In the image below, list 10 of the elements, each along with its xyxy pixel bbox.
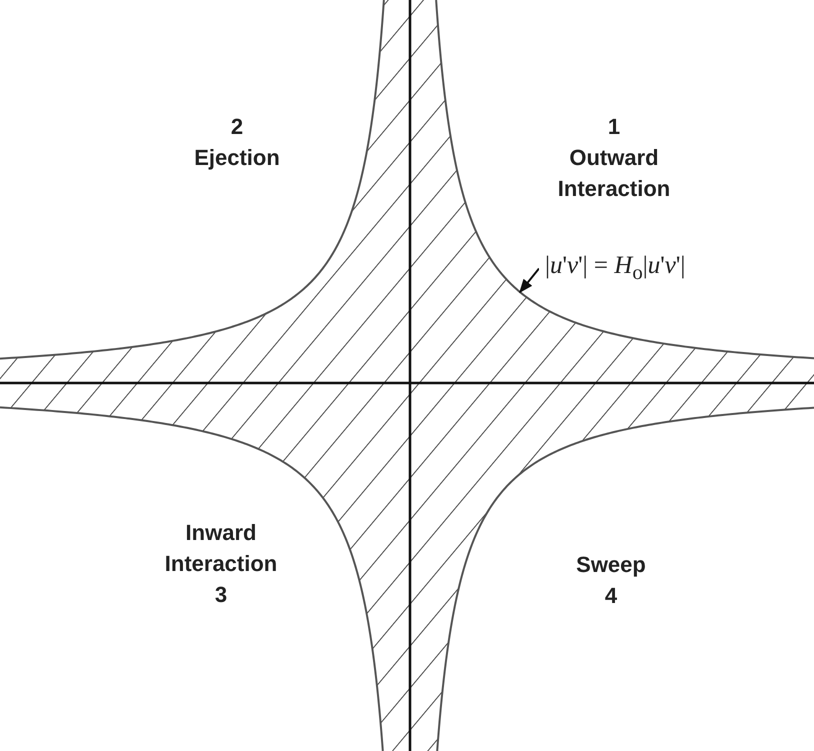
quadrant-label: Ejection xyxy=(193,144,281,172)
quadrant-label: 1 xyxy=(606,113,622,141)
formula-label: |u'v'| = H$_{o}$|u'v'| xyxy=(545,252,686,279)
quadrant-label: Inward Interaction xyxy=(164,519,278,578)
quadrant-label: 3 xyxy=(214,581,228,609)
leader-arrow xyxy=(519,268,540,294)
quadrant-label: 4 xyxy=(604,582,618,610)
quadrant-label: 2 xyxy=(230,113,244,141)
quadrant-label: Sweep xyxy=(575,551,647,579)
quadrant-label: Outward Interaction xyxy=(556,144,672,203)
